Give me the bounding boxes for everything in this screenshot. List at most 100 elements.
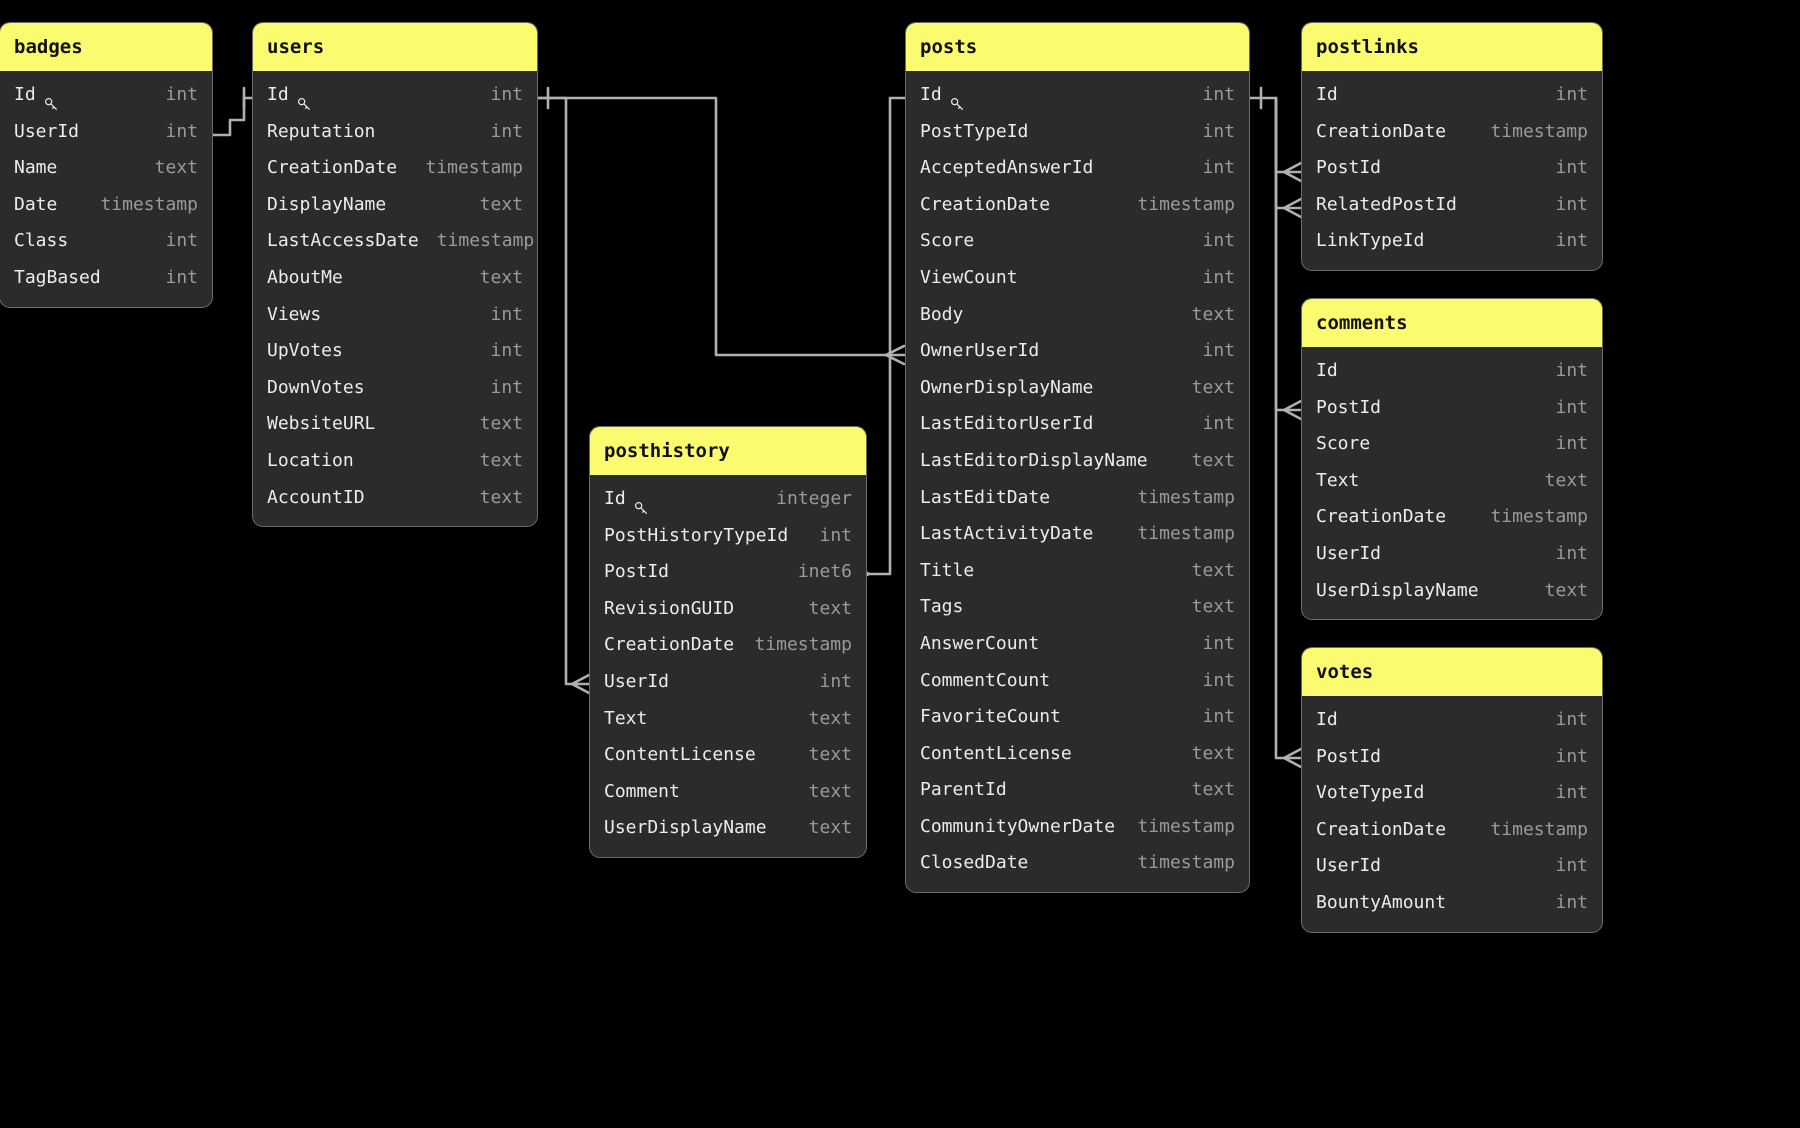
column-name: CreationDate xyxy=(604,627,734,664)
column-name: Tags xyxy=(920,589,963,626)
table-header-votes[interactable]: votes xyxy=(1302,648,1602,696)
table-header-posthistory[interactable]: posthistory xyxy=(590,427,866,475)
column-name-text: CreationDate xyxy=(267,157,398,179)
column-type: timestamp xyxy=(1490,120,1588,142)
column-type: text xyxy=(154,157,198,179)
table-header-comments[interactable]: comments xyxy=(1302,299,1602,347)
column-type: int xyxy=(1555,193,1588,215)
column-name: LastEditorUserId xyxy=(920,406,1093,443)
table-header-users[interactable]: users xyxy=(253,23,537,71)
table-header-badges[interactable]: badges xyxy=(0,23,212,71)
column-name: ContentLicense xyxy=(920,736,1072,773)
column-type: int xyxy=(1555,891,1588,913)
column-name-text: LastEditorUserId xyxy=(920,413,1094,435)
column-type: int xyxy=(490,303,523,325)
relationship-posts-comments xyxy=(1274,96,1303,421)
column-name: Date xyxy=(14,187,57,224)
table-header-postlinks[interactable]: postlinks xyxy=(1302,23,1602,71)
table-header-posts[interactable]: posts xyxy=(906,23,1249,71)
column-type: int xyxy=(1202,669,1235,691)
column-name: UserId xyxy=(604,664,669,701)
column-name: ClosedDate xyxy=(920,845,1028,882)
